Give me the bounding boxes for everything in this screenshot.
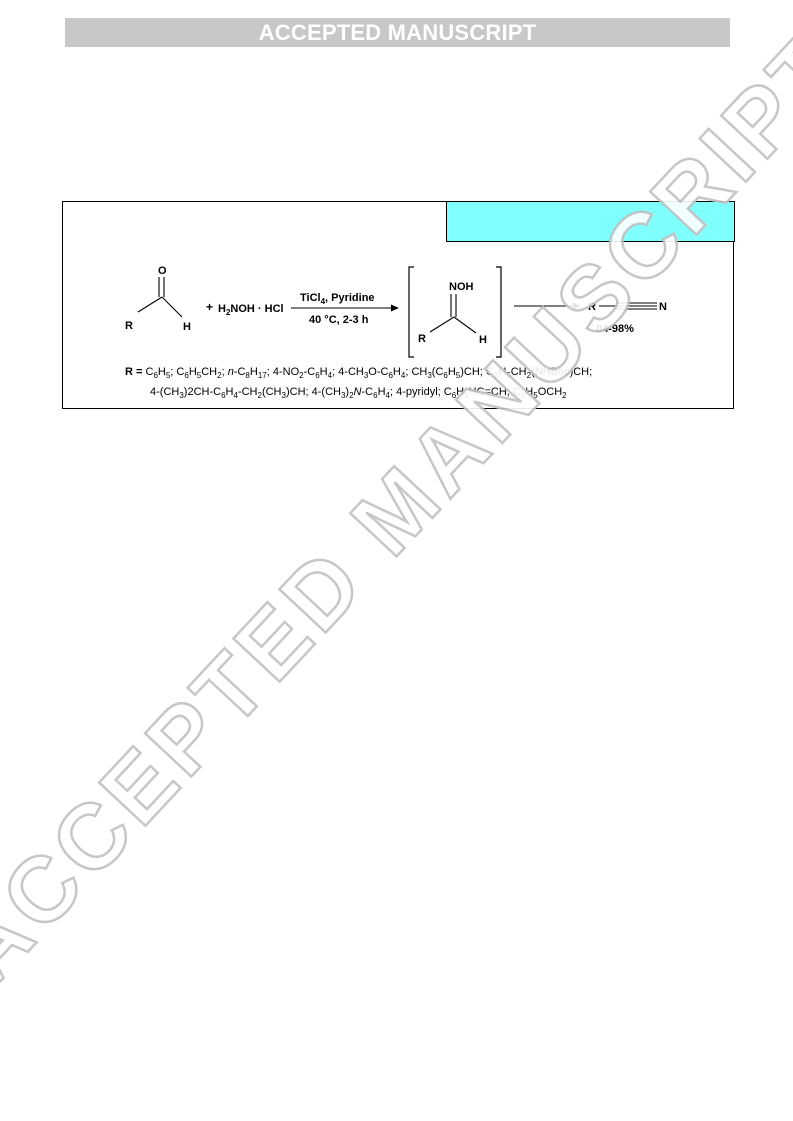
formula-segment: ; 4-pyridyl; C [389,386,452,398]
formula-segment: ; 4-CH [332,366,364,378]
formula-segment: -C [361,386,374,398]
formula-segment: ) [345,386,350,398]
formula-segment: 5 [455,371,461,381]
formula-segment: 6 [221,391,226,401]
formula-segment: HC=CH; C [468,386,521,398]
formula-segment: 6 [493,371,499,381]
formula-segment: 6 [315,371,320,381]
formula-segment: ; C [170,366,185,378]
formula-segment: 3 [363,371,369,381]
formula-segment: C [145,366,154,378]
formula-segment: 6 [451,391,457,401]
formula-segment: CH [510,366,527,378]
formula-segment: OCH [537,386,563,398]
highlight-box [446,201,735,242]
formula-segment: N [353,386,362,398]
formula-segment: 4 [400,371,406,381]
formula-segment: H [447,366,456,378]
reaction-scheme: O R H + H2NOH · HCl TiCl4, Pyridine 40 °… [125,265,667,358]
formula-segment: 2 [526,371,532,381]
formula-segment: 17 [257,371,267,381]
accepted-manuscript-watermark: ACCEPTED MANUSCRIPT [0,11,793,1004]
formula-segment: 5 [533,391,538,401]
formula-segment: CH [201,366,218,378]
formula-segment: 3 [281,391,286,401]
formula-segment: 6 [520,391,526,401]
formula-segment: 8 [245,371,250,381]
formula-segment: 2 [349,391,354,401]
formula-segment: 6 [184,371,189,381]
intermediate-brackets [408,266,502,358]
formula-segment: 2 [562,391,567,401]
nitrile-r-label: R [588,301,596,313]
formula-segment: 4 [385,391,390,401]
reagent-label: H2NOH · HCl [218,303,284,317]
formula-segment: 5 [506,371,511,381]
formula-segment: -C [303,366,316,378]
formula-segment: H [498,366,507,378]
formula-segment: 6 [443,371,448,381]
formula-segment: 4 [327,371,333,381]
formula-segment: H [456,386,465,398]
formula-segment: ; CH [405,366,428,378]
nitrile-triple-bond [599,302,657,310]
formula-segment: -C [233,366,246,378]
formula-segment: 3 [179,391,184,401]
formula-segment: H [525,386,534,398]
accepted-manuscript-banner: ACCEPTED MANUSCRIPT [65,18,730,47]
conditions-line-1: TiCl4, Pyridine [300,292,375,306]
formula-segment: (CH [261,386,282,398]
aldehyde-oxygen-label: O [158,265,167,277]
formula-segment: 6 [373,391,378,401]
formula-segment: n [227,366,234,378]
formula-segment: 4 [233,391,238,401]
formula-segment: 2 [299,371,304,381]
aldehyde-h-label: H [183,321,191,333]
formula-segment: H [319,366,328,378]
formula-segment: (NHBoc)CH; [531,366,593,378]
formula-segment: -CH [237,386,258,398]
formula-segment: H [392,366,401,378]
formula-segment: )2CH-C [183,386,222,398]
formula-segment: ; [221,366,228,378]
r-definition-line-1: R = C6H5; C6H5CH2; n-C8H17; 4-NO2-C6H4; … [125,366,593,381]
formula-segment: 2 [217,371,222,381]
formula-segment: 6 [388,371,393,381]
aldehyde-r-label: R [125,320,133,332]
formula-segment: 5 [464,391,469,401]
reaction-arrow-1 [291,304,399,312]
formula-segment: 3 [427,371,432,381]
formula-segment: 4-(CH [150,386,180,398]
formula-segment: H [249,366,258,378]
oxime-noh-label: NOH [449,281,474,293]
formula-segment: )CH; C [460,366,494,378]
formula-segment: (C [431,366,444,378]
plus-sign: + [206,300,213,314]
conditions-line-2: 40 °C, 2-3 h [309,314,369,326]
aldehyde-structure [137,277,183,318]
formula-segment: 2 [257,391,262,401]
nitrile-n-label: N [659,301,667,313]
oxime-r-label: R [418,333,426,345]
formula-segment: 5 [165,371,171,381]
formula-segment: 3 [340,391,346,401]
formula-segment: H [377,386,386,398]
formula-segment: 5 [196,371,202,381]
formula-segment: H [157,366,166,378]
formula-segment: O-C [368,366,389,378]
yield-label: 84-98% [596,323,634,335]
formula-segment: )CH; 4-(CH [285,386,341,398]
oxime-structure [429,294,477,334]
formula-segment: 6 [153,371,158,381]
formula-segment: H [188,366,197,378]
reaction-scheme-figure: O R H + H2NOH · HCl TiCl4, Pyridine 40 °… [62,201,735,409]
formula-segment: H [225,386,234,398]
r-definition-line-2: 4-(CH3)2CH-C6H4-CH2(CH3)CH; 4-(CH3)2N-C6… [150,386,567,400]
oxime-h-label: H [479,334,487,346]
formula-segment: ; 4-NO [266,366,300,378]
reaction-arrow-2 [514,302,581,310]
